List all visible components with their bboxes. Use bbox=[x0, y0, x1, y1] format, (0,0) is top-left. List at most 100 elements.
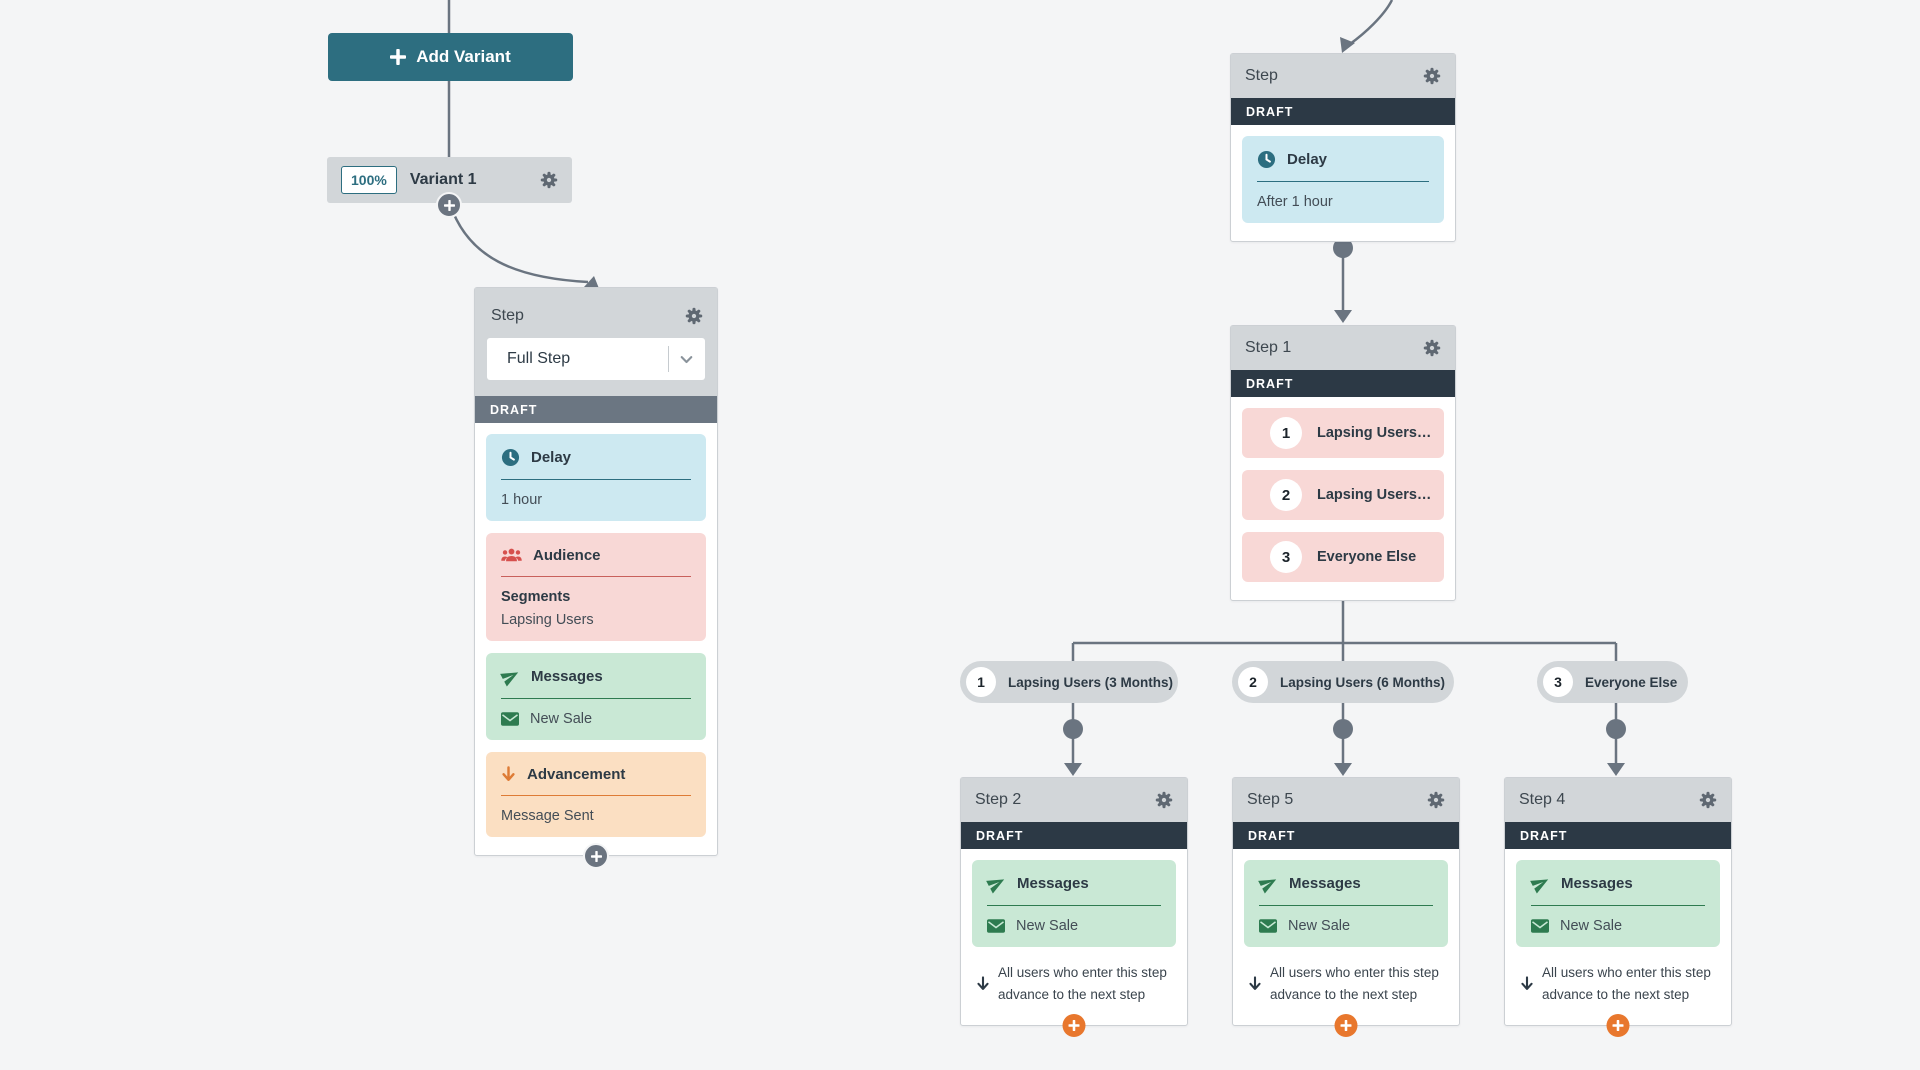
card-title: Step 4 bbox=[1519, 791, 1566, 808]
branch-pill: 2 Lapsing Users (6 Months) bbox=[1232, 661, 1454, 703]
delay-title: Delay bbox=[1287, 151, 1328, 168]
audience-step-card[interactable]: Step 1 DRAFT 1 Lapsing Users… 2 Lapsing … bbox=[1230, 325, 1456, 601]
gear-icon[interactable] bbox=[540, 171, 558, 189]
audience-block[interactable]: Audience Segments Lapsing Users bbox=[486, 533, 706, 641]
status-badge: DRAFT bbox=[1231, 370, 1455, 397]
card-title: Step bbox=[1245, 67, 1278, 84]
path-label: Lapsing Users… bbox=[1317, 487, 1432, 503]
message-name: New Sale bbox=[1288, 918, 1351, 934]
branch-pill: 1 Lapsing Users (3 Months) bbox=[960, 661, 1178, 703]
gear-icon[interactable] bbox=[1155, 791, 1173, 809]
card-header: Step 2 bbox=[961, 778, 1187, 822]
messages-block[interactable]: Messages New Sale bbox=[1244, 860, 1448, 947]
arrow-down-icon bbox=[1248, 962, 1262, 1007]
advance-note: All users who enter this step advance to… bbox=[1516, 960, 1720, 1007]
step-type-dropdown[interactable]: Full Step bbox=[487, 338, 705, 380]
clock-icon bbox=[1257, 150, 1276, 169]
card-header: Step Full Step bbox=[475, 288, 717, 396]
envelope-icon bbox=[987, 919, 1005, 933]
gear-icon[interactable] bbox=[1427, 791, 1445, 809]
path-number: 2 bbox=[1270, 479, 1302, 511]
branch-number: 1 bbox=[966, 667, 996, 697]
branch-pill: 3 Everyone Else bbox=[1537, 661, 1688, 703]
status-badge: DRAFT bbox=[1233, 822, 1459, 849]
add-step-plus-button[interactable] bbox=[1334, 1013, 1358, 1037]
paper-plane-icon bbox=[1530, 874, 1550, 894]
advance-note-text: All users who enter this step advance to… bbox=[1542, 965, 1711, 1003]
messages-title: Messages bbox=[531, 668, 603, 685]
add-variant-button[interactable]: Add Variant bbox=[328, 33, 573, 81]
card-title: Step bbox=[491, 307, 524, 324]
messages-block[interactable]: Messages New Sale bbox=[972, 860, 1176, 947]
path-label: Everyone Else bbox=[1317, 549, 1417, 565]
variant-name: Variant 1 bbox=[409, 171, 477, 188]
advance-note: All users who enter this step advance to… bbox=[972, 960, 1176, 1007]
delay-block[interactable]: Delay After 1 hour bbox=[1242, 136, 1444, 223]
delay-step-card[interactable]: Step DRAFT Delay bbox=[1230, 53, 1456, 242]
gear-icon[interactable] bbox=[685, 307, 703, 325]
audience-path-row[interactable]: 3 Everyone Else bbox=[1242, 532, 1444, 582]
message-name: New Sale bbox=[1016, 918, 1079, 934]
advancement-title: Advancement bbox=[527, 766, 626, 783]
dropdown-divider bbox=[668, 346, 669, 372]
segments-value: Lapsing Users bbox=[501, 612, 594, 628]
status-badge: DRAFT bbox=[1505, 822, 1731, 849]
segments-label: Segments bbox=[501, 589, 571, 605]
messages-block[interactable]: Messages New Sale bbox=[486, 653, 706, 740]
advance-note-text: All users who enter this step advance to… bbox=[1270, 965, 1439, 1003]
card-title: Step 5 bbox=[1247, 791, 1294, 808]
envelope-icon bbox=[1259, 919, 1277, 933]
add-step-plus-button[interactable] bbox=[1606, 1013, 1630, 1037]
card-header: Step bbox=[1231, 54, 1455, 98]
card-title: Step 1 bbox=[1245, 339, 1292, 356]
gear-icon[interactable] bbox=[1423, 67, 1441, 85]
step-type-value: Full Step bbox=[507, 350, 571, 367]
branch-number: 2 bbox=[1238, 667, 1268, 697]
arrow-down-icon bbox=[1520, 962, 1534, 1007]
delay-title: Delay bbox=[531, 449, 572, 466]
messages-title: Messages bbox=[1289, 875, 1361, 892]
card-title: Step 2 bbox=[975, 791, 1022, 808]
paper-plane-icon bbox=[1258, 874, 1278, 894]
delay-value: 1 hour bbox=[501, 492, 543, 508]
audience-path-row[interactable]: 2 Lapsing Users… bbox=[1242, 470, 1444, 520]
audience-path-row[interactable]: 1 Lapsing Users… bbox=[1242, 408, 1444, 458]
envelope-icon bbox=[1531, 919, 1549, 933]
full-step-card[interactable]: Step Full Step bbox=[474, 287, 718, 869]
add-step-plus-button[interactable] bbox=[583, 843, 609, 869]
gear-icon[interactable] bbox=[1699, 791, 1717, 809]
advance-note-text: All users who enter this step advance to… bbox=[998, 965, 1167, 1003]
message-step-card[interactable]: Step 4 DRAFT Messages bbox=[1504, 777, 1732, 1037]
chevron-down-icon bbox=[678, 351, 695, 368]
message-name: New Sale bbox=[1560, 918, 1623, 934]
status-badge: DRAFT bbox=[961, 822, 1187, 849]
messages-title: Messages bbox=[1561, 875, 1633, 892]
messages-title: Messages bbox=[1017, 875, 1089, 892]
plus-icon bbox=[390, 49, 407, 65]
delay-value: After 1 hour bbox=[1257, 194, 1333, 210]
add-step-plus-button[interactable] bbox=[1062, 1013, 1086, 1037]
status-badge: DRAFT bbox=[475, 396, 717, 423]
message-name: New Sale bbox=[530, 711, 593, 727]
path-label: Lapsing Users… bbox=[1317, 425, 1432, 441]
clock-icon bbox=[501, 448, 520, 467]
message-step-card[interactable]: Step 2 DRAFT Messages bbox=[960, 777, 1188, 1037]
audience-title: Audience bbox=[533, 547, 601, 564]
gear-icon[interactable] bbox=[1423, 339, 1441, 357]
branch-label: Lapsing Users (3 Months) bbox=[1008, 674, 1174, 690]
card-header: Step 5 bbox=[1233, 778, 1459, 822]
users-icon bbox=[501, 547, 522, 564]
status-badge: DRAFT bbox=[1231, 98, 1455, 125]
advancement-block[interactable]: Advancement Message Sent bbox=[486, 752, 706, 837]
path-number: 1 bbox=[1270, 417, 1302, 449]
add-variant-label: Add Variant bbox=[416, 47, 511, 66]
messages-block[interactable]: Messages New Sale bbox=[1516, 860, 1720, 947]
branch-label: Everyone Else bbox=[1585, 674, 1678, 690]
paper-plane-icon bbox=[500, 667, 520, 687]
advance-note: All users who enter this step advance to… bbox=[1244, 960, 1448, 1007]
delay-block[interactable]: Delay 1 hour bbox=[486, 434, 706, 521]
add-step-plus-button[interactable] bbox=[436, 192, 462, 218]
envelope-icon bbox=[501, 712, 519, 726]
message-step-card[interactable]: Step 5 DRAFT Messages bbox=[1232, 777, 1460, 1037]
